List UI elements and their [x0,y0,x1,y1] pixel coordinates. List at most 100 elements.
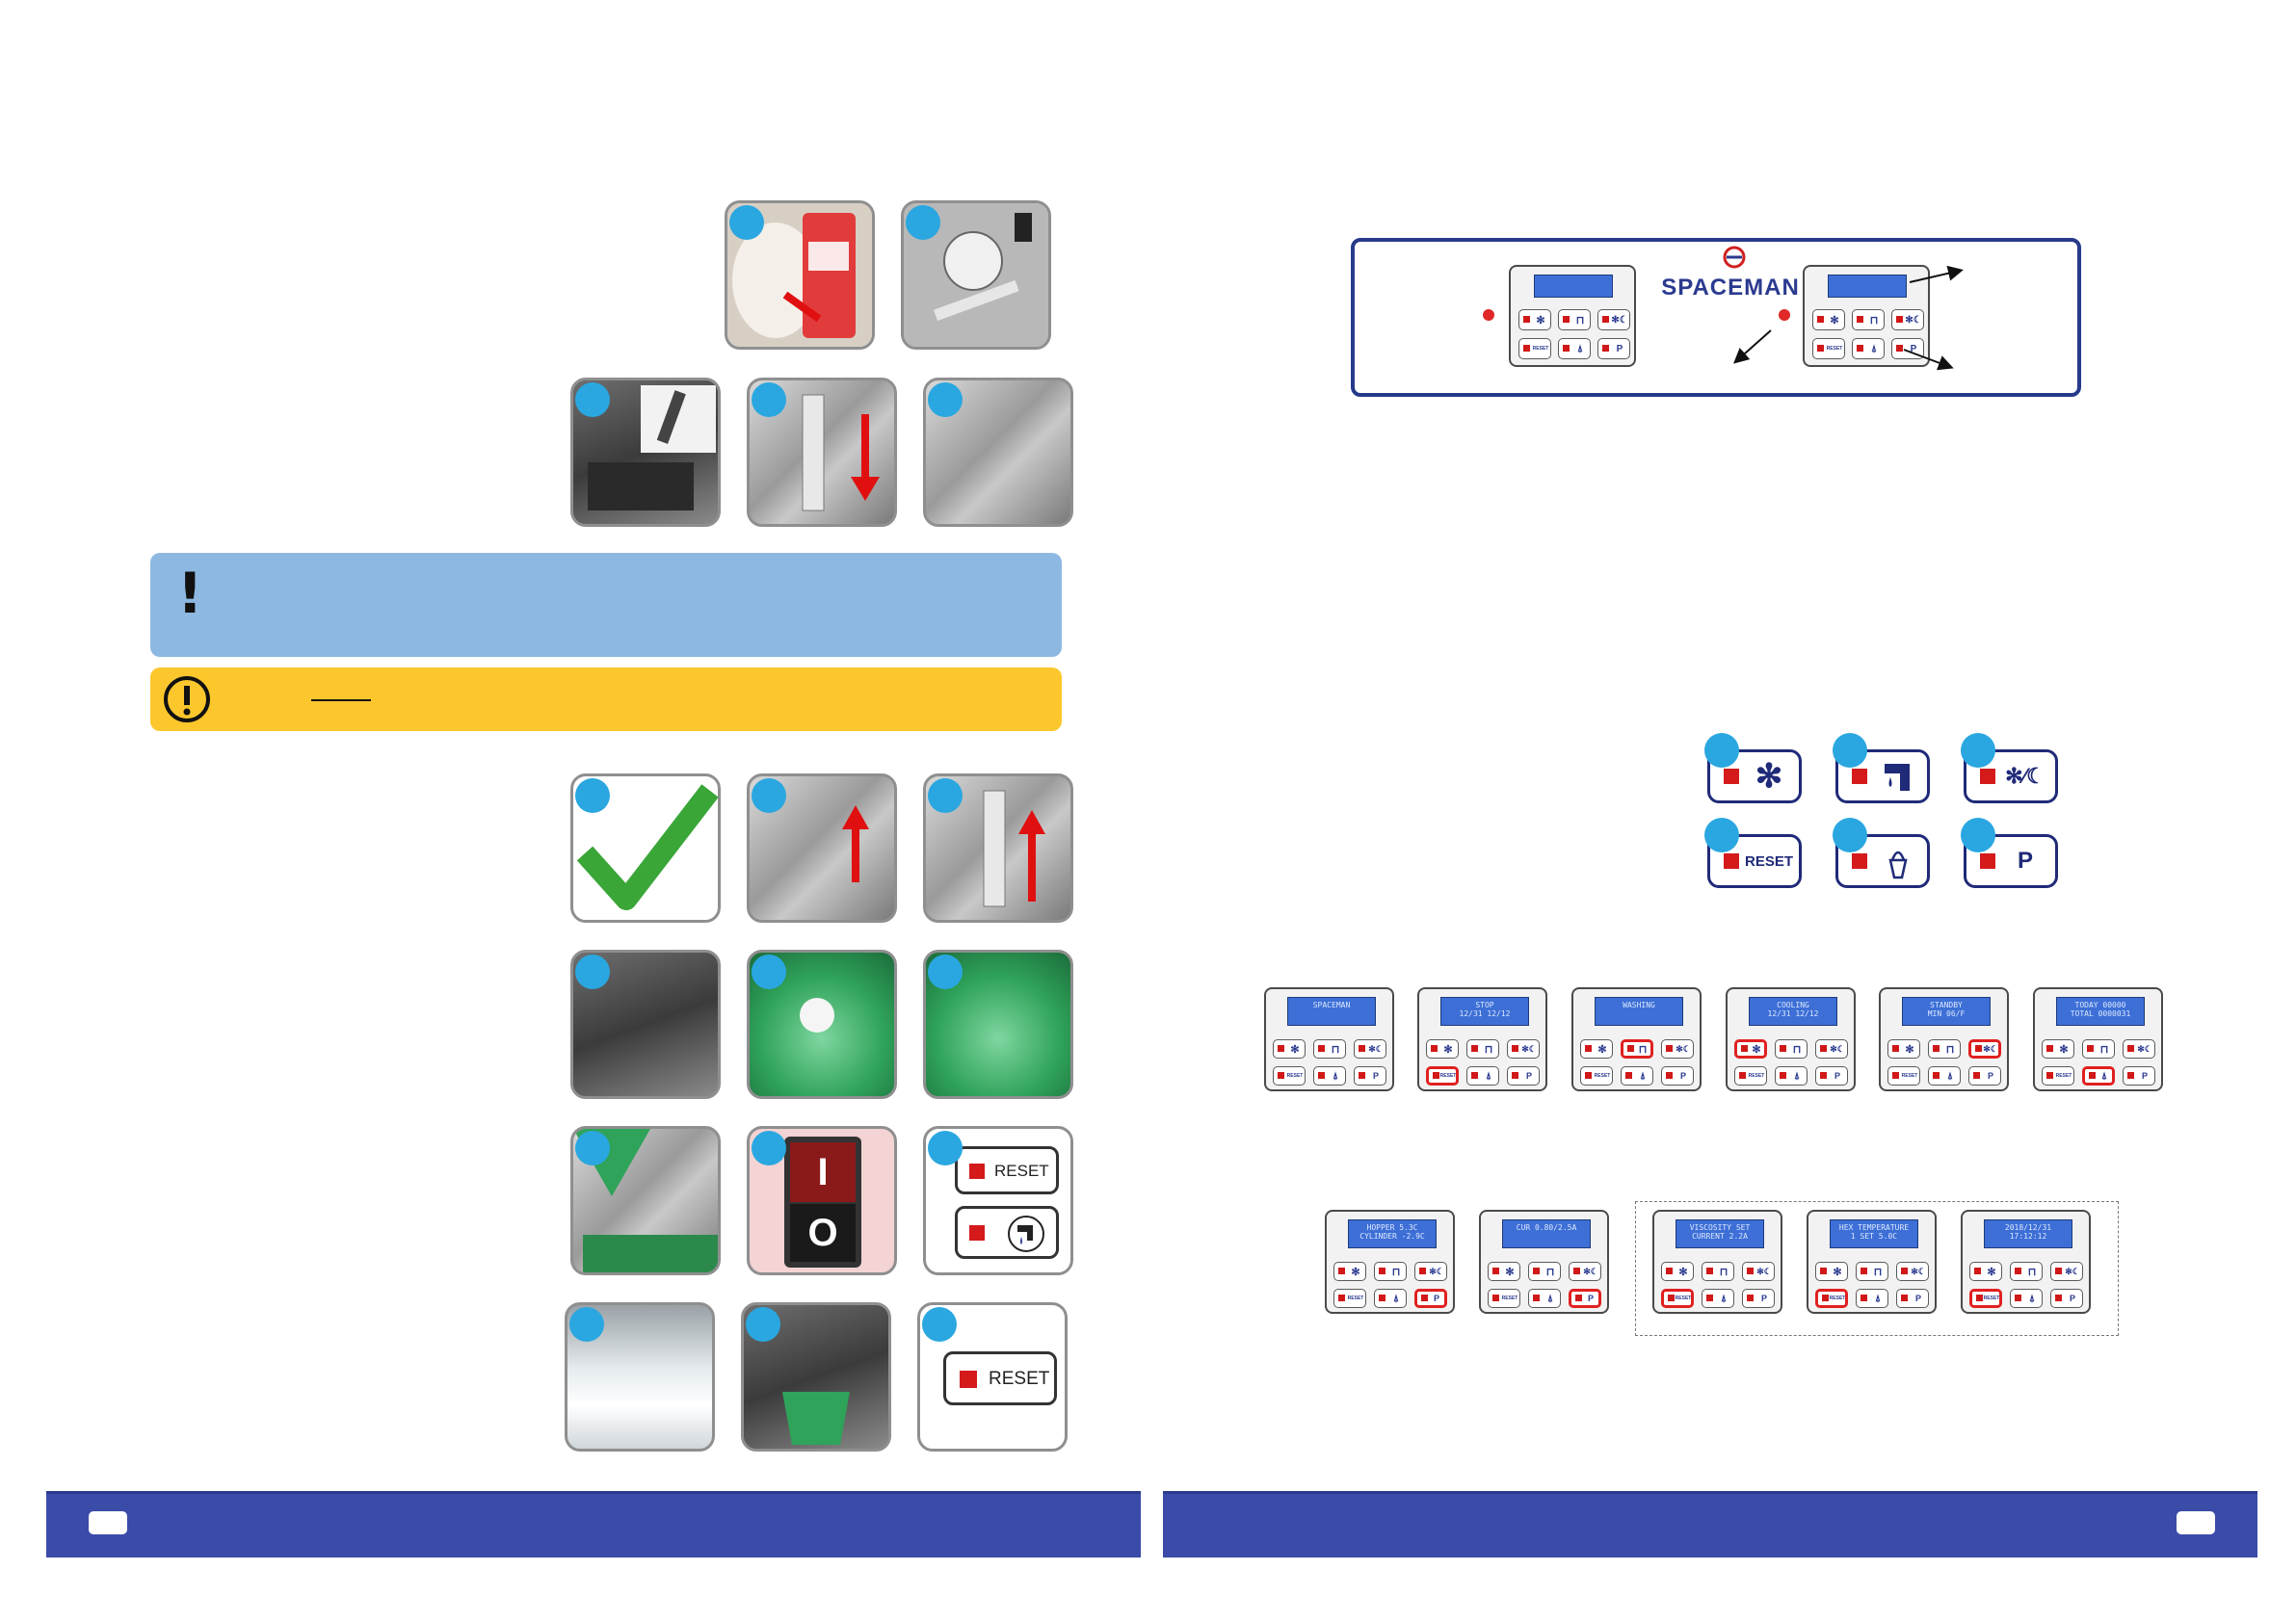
panel-button[interactable]: ⊓ [1702,1262,1734,1281]
panel-button[interactable]: ⊓ [1852,309,1885,330]
panel-button[interactable]: RESET [1488,1289,1520,1308]
panel-button[interactable]: P [1896,1289,1929,1308]
panel-button[interactable]: ✻☾ [2050,1262,2083,1281]
panel-button[interactable]: ✻☾ [1354,1039,1386,1059]
panel-button[interactable]: ⊓ [1856,1262,1888,1281]
panel-button[interactable]: ✻☾ [1896,1262,1929,1281]
reset-button[interactable]: RESET [943,1351,1057,1405]
panel-button[interactable]: RESET [1887,1066,1920,1086]
panel-button[interactable]: ⊓ [2010,1262,2043,1281]
panel-button[interactable]: ✻☾ [1891,309,1924,330]
panel-button[interactable]: RESET [1815,1289,1848,1308]
panel-button[interactable]: P [2123,1066,2155,1086]
panel-button[interactable]: ✻ [1518,309,1551,330]
panel-button[interactable]: RESET [1661,1289,1694,1308]
panel-button[interactable]: RESET [1518,338,1551,359]
panel-button[interactable]: RESET [1273,1066,1306,1086]
panel-button[interactable]: ✻☾ [1968,1039,2001,1059]
panel-button[interactable]: ✻ [1734,1039,1767,1059]
panel-button[interactable]: ✻ [1661,1262,1694,1281]
led-indicator [2127,1045,2134,1052]
panel-button[interactable]: P [1597,338,1630,359]
panel-button[interactable]: ✻ [2042,1039,2074,1059]
program-button[interactable]: P [1961,818,2058,888]
scoop-image [800,998,834,1033]
panel-button[interactable]: ⍋ [1558,338,1591,359]
panel-button[interactable]: ✻☾ [1414,1262,1447,1281]
wash-button[interactable] [955,1206,1059,1259]
panel-button[interactable]: P [1414,1289,1447,1308]
panel-button[interactable]: ⍋ [2082,1066,2115,1086]
panel-button[interactable]: RESET [1333,1289,1366,1308]
panel-button[interactable]: P [1569,1289,1601,1308]
dispense-button[interactable] [1833,818,1930,888]
wash-button[interactable] [1833,733,1930,803]
panel-button[interactable]: ⍋ [1775,1066,1808,1086]
photo-bucket-draining [741,1302,891,1452]
panel-button[interactable]: ✻ [1812,309,1845,330]
panel-button[interactable]: ⊓ [1313,1039,1346,1059]
freeze-button[interactable]: ✻ [1704,733,1802,803]
panel-button[interactable]: ⍋ [1621,1066,1653,1086]
panel-button[interactable]: ✻☾ [1742,1262,1775,1281]
panel-button[interactable]: ✻ [1580,1039,1613,1059]
panel-button[interactable]: ⊓ [2082,1039,2115,1059]
panel-button[interactable]: ✻ [1426,1039,1459,1059]
panel-button[interactable]: ⊓ [1528,1262,1561,1281]
faucet-icon [1008,1216,1044,1252]
panel-button[interactable]: P [1354,1066,1386,1086]
panel-button[interactable]: P [1815,1066,1848,1086]
panel-button[interactable]: P [2050,1289,2083,1308]
panel-button[interactable]: ✻ [1488,1262,1520,1281]
led-indicator [1666,1072,1673,1079]
panel-button[interactable]: P [1968,1066,2001,1086]
panel-button[interactable]: ✻☾ [2123,1039,2155,1059]
panel-button[interactable]: RESET [1734,1066,1767,1086]
panel-button[interactable]: ⍋ [1702,1289,1734,1308]
panel-button[interactable]: ⍋ [1374,1289,1407,1308]
panel-button[interactable]: P [1742,1289,1775,1308]
button-glyph: RESET [1501,1296,1518,1301]
panel-button[interactable]: ⍋ [1313,1066,1346,1086]
led-indicator [1379,1268,1386,1274]
step-number-badge [928,1131,963,1165]
panel-button[interactable]: ⍋ [1466,1066,1499,1086]
panel-button[interactable]: ✻ [1969,1262,2002,1281]
panel-button[interactable]: RESET [1812,338,1845,359]
panel-button[interactable]: ✻ [1273,1039,1306,1059]
panel-button[interactable]: ✻ [1887,1039,1920,1059]
panel-button[interactable]: ✻☾ [1507,1039,1540,1059]
standby-button[interactable]: ✻⁄☾ [1961,733,2058,803]
button-glyph: ✻ [1905,1043,1914,1056]
panel-button[interactable]: ⊓ [1775,1039,1808,1059]
panel-button[interactable]: RESET [2042,1066,2074,1086]
power-off-label: O [807,1211,838,1254]
button-glyph: ✻☾ [1983,1043,1998,1054]
panel-button[interactable]: ✻☾ [1597,309,1630,330]
panel-button[interactable]: ⊓ [1621,1039,1653,1059]
panel-button[interactable]: RESET [1426,1066,1459,1086]
panel-button[interactable]: ⊓ [1558,309,1591,330]
lcd-text: TODAY 00000 [2074,1001,2126,1009]
reset-button[interactable]: RESET [1704,818,1802,888]
panel-button[interactable]: ✻☾ [1569,1262,1601,1281]
panel-button[interactable]: ✻ [1815,1262,1848,1281]
panel-button[interactable]: RESET [1580,1066,1613,1086]
panel-button[interactable]: ✻☾ [1661,1039,1694,1059]
button-glyph: RESET [1594,1073,1611,1079]
panel-button[interactable]: ⍋ [1528,1289,1561,1308]
panel-button[interactable]: ⊓ [1374,1262,1407,1281]
panel-button[interactable]: ✻ [1333,1262,1366,1281]
panel-button[interactable]: ⍋ [1852,338,1885,359]
panel-button[interactable]: P [1661,1066,1694,1086]
panel-button[interactable]: ⍋ [1856,1289,1888,1308]
panel-button[interactable]: ⊓ [1928,1039,1961,1059]
panel-button[interactable]: RESET [1969,1289,2002,1308]
panel-button[interactable]: P [1507,1066,1540,1086]
panel-button[interactable]: ✻☾ [1815,1039,1848,1059]
reset-button[interactable]: RESET [955,1146,1059,1194]
panel-button[interactable]: ⍋ [2010,1289,2043,1308]
panel-button[interactable]: ⍋ [1928,1066,1961,1086]
panel-button[interactable]: ⊓ [1466,1039,1499,1059]
